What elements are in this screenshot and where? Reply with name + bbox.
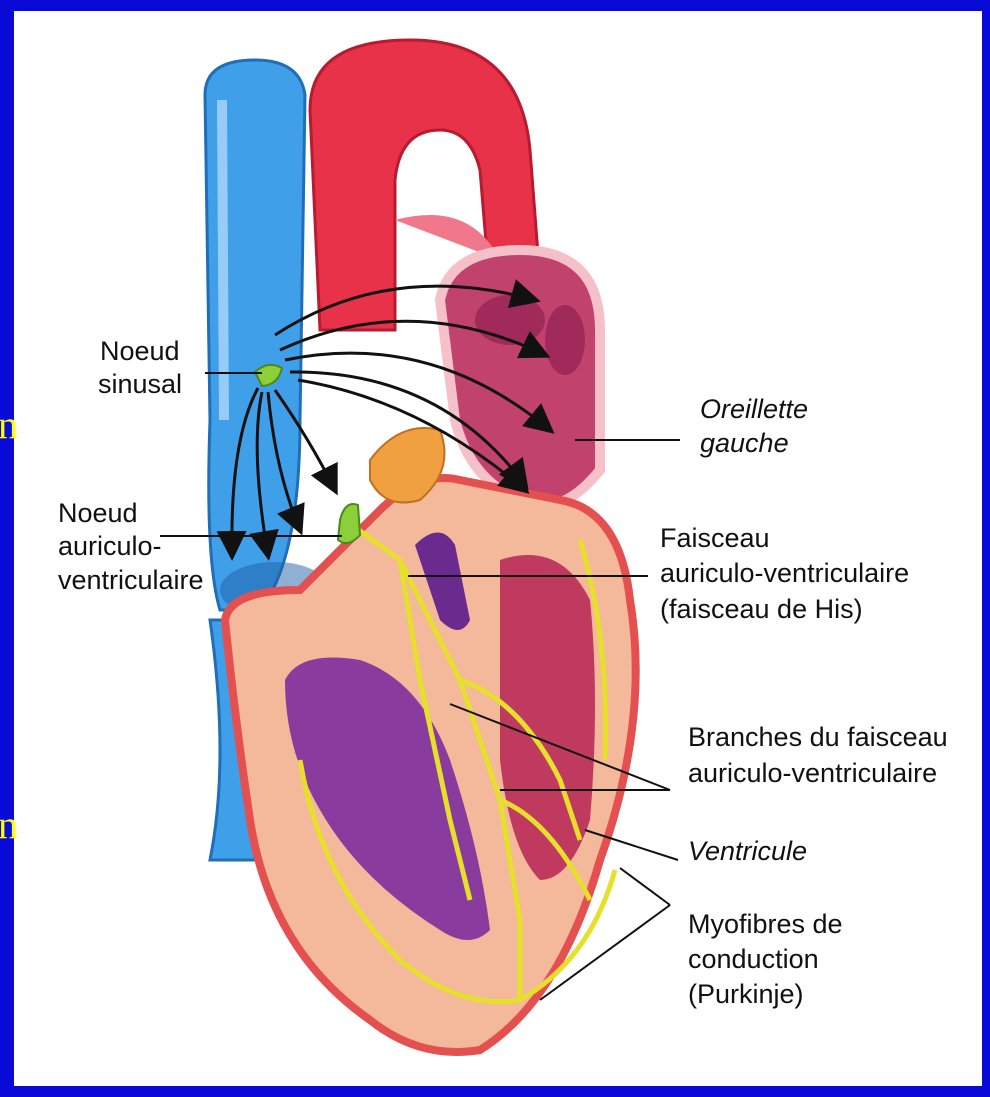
text-fragment-2: n <box>0 802 18 847</box>
label-myofibres-2: conduction <box>688 944 819 974</box>
label-faisceau-1: Faisceau <box>660 523 770 553</box>
label-oreillette-2: gauche <box>700 428 789 458</box>
av-node-icon <box>338 504 360 543</box>
label-noeud-av-1: Noeud <box>58 498 138 528</box>
label-oreillette-1: Oreillette <box>700 394 808 424</box>
label-myofibres-1: Myofibres de <box>688 909 843 939</box>
label-ventricule: Ventricule <box>688 836 807 866</box>
label-noeud-av-2: auriculo- <box>58 531 162 561</box>
label-noeud-sinusal-2: sinusal <box>98 369 182 399</box>
label-branches-2: auriculo-ventriculaire <box>688 758 937 788</box>
text-fragment-1: n <box>0 402 18 447</box>
label-noeud-sinusal-1: Noeud <box>100 336 180 366</box>
label-myofibres-3: (Purkinje) <box>688 979 804 1009</box>
label-faisceau-2: auriculo-ventriculaire <box>660 558 909 588</box>
label-noeud-av-3: ventriculaire <box>58 565 204 595</box>
label-branches-1: Branches du faisceau <box>688 722 948 752</box>
label-faisceau-3: (faisceau de His) <box>660 594 863 624</box>
